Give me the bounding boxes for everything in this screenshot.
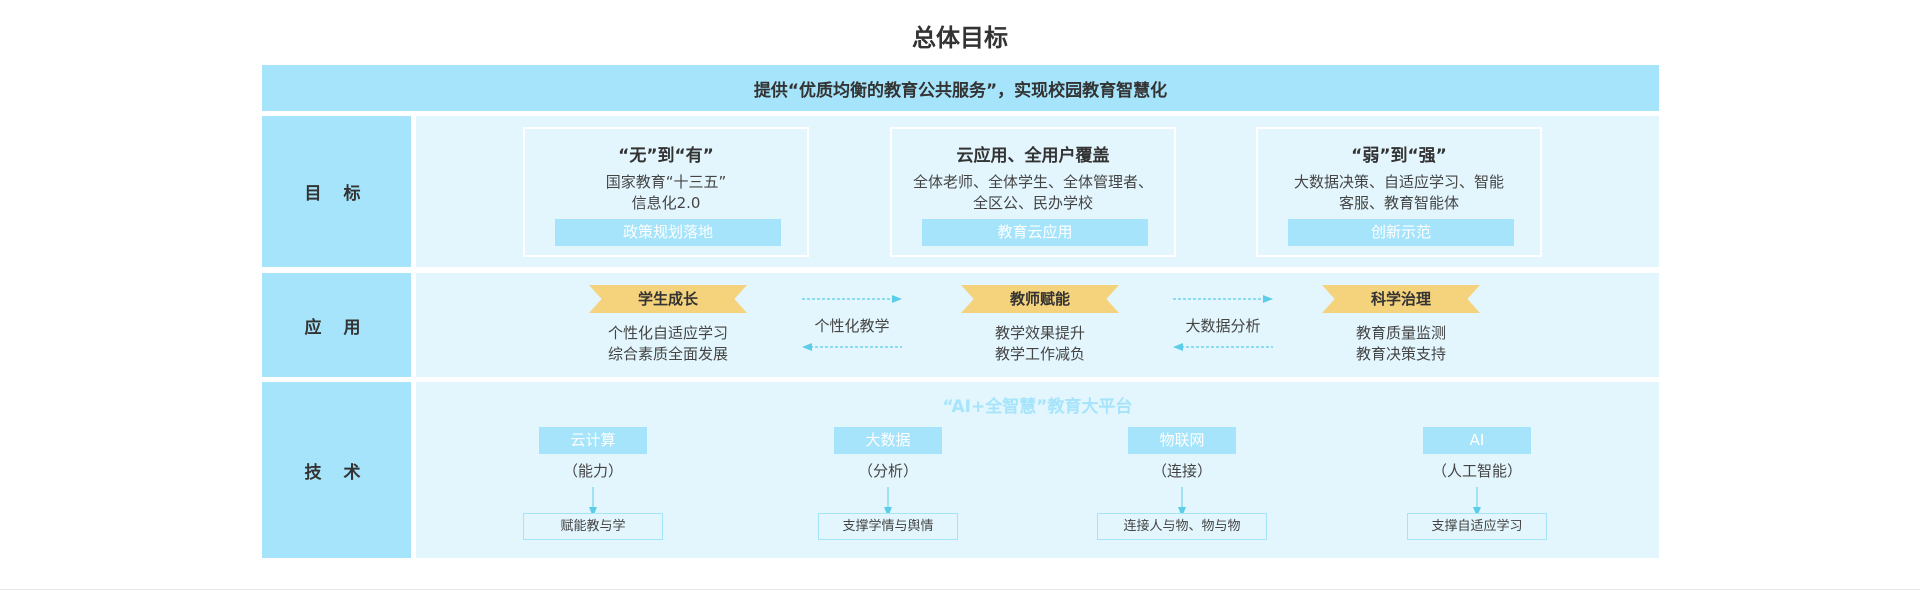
goal-tag: 政策规划落地 <box>555 219 781 246</box>
arrow-down-icon <box>1473 487 1481 517</box>
ribbon-student-growth: 学生成长 <box>589 285 747 313</box>
goal-tag: 创新示范 <box>1288 219 1514 246</box>
goal-card-policy: “无”到“有” 国家教育“十三五”信息化2.0 政策规划落地 <box>523 127 809 257</box>
tech-column-cloud: 云计算 （能力） <box>503 427 683 517</box>
goal-card-cloud: 云应用、全用户覆盖 全体老师、全体学生、全体管理者、全区公、民办学校 教育云应用 <box>890 127 1176 257</box>
tech-result-box: 支撑自适应学习 <box>1407 513 1547 540</box>
tech-tag: 物联网 <box>1128 427 1236 454</box>
application-description: 个性化自适应学习综合素质全面发展 <box>607 324 728 363</box>
ribbon-scientific-governance: 科学治理 <box>1322 285 1480 313</box>
goal-tag: 教育云应用 <box>922 219 1148 246</box>
page-title: 总体目标 <box>912 24 1008 52</box>
tech-subtitle: （人工智能） <box>1431 462 1522 480</box>
row-label-goals: 目 标 <box>262 116 411 267</box>
tech-column-ai: AI （人工智能） <box>1387 427 1567 517</box>
goal-title: “无”到“有” <box>618 146 714 166</box>
goal-title: 云应用、全用户覆盖 <box>956 146 1110 166</box>
application-description: 教育质量监测教育决策支持 <box>1355 324 1446 363</box>
tech-column-iot: 物联网 （连接） <box>1092 427 1272 517</box>
arrow-left-icon <box>1173 343 1273 351</box>
flow-label-personalized-teaching: 个性化教学 <box>814 317 890 335</box>
goal-title: “弱”到“强” <box>1351 146 1447 166</box>
goal-description: 全体老师、全体学生、全体管理者、全区公、民办学校 <box>912 173 1153 212</box>
row-label-applications: 应 用 <box>262 273 411 377</box>
tech-tag: AI <box>1423 427 1531 454</box>
tech-result-box: 支撑学情与舆情 <box>818 513 958 540</box>
mission-banner: 提供“优质均衡的教育公共服务”，实现校园教育智慧化 <box>262 65 1659 111</box>
goal-card-innovation: “弱”到“强” 大数据决策、自适应学习、智能客服、教育智能体 创新示范 <box>1256 127 1542 257</box>
tech-tag: 大数据 <box>834 427 942 454</box>
ribbon-teacher-empowerment: 教师赋能 <box>961 285 1119 313</box>
arrow-right-icon <box>1173 295 1273 303</box>
arrow-down-icon <box>589 487 597 517</box>
arrow-right-icon <box>802 295 902 303</box>
flow-label-big-data-analysis: 大数据分析 <box>1185 317 1261 335</box>
platform-title: “AI+全智慧”教育大平台 <box>942 397 1133 417</box>
application-description: 教学效果提升教学工作减负 <box>994 324 1085 363</box>
tech-tag: 云计算 <box>539 427 647 454</box>
arrow-down-icon <box>1178 487 1186 517</box>
goal-description: 国家教育“十三五”信息化2.0 <box>605 173 727 212</box>
tech-subtitle: （能力） <box>562 462 623 480</box>
tech-subtitle: （分析） <box>857 462 918 480</box>
tech-subtitle: （连接） <box>1151 462 1212 480</box>
tech-result-box: 连接人与物、物与物 <box>1097 513 1267 540</box>
arrow-left-icon <box>802 343 902 351</box>
tech-result-box: 赋能教与学 <box>523 513 663 540</box>
tech-column-big-data: 大数据 （分析） <box>798 427 978 517</box>
arrow-down-icon <box>884 487 892 517</box>
row-label-technology: 技 术 <box>262 382 411 558</box>
goal-description: 大数据决策、自适应学习、智能客服、教育智能体 <box>1293 173 1504 212</box>
